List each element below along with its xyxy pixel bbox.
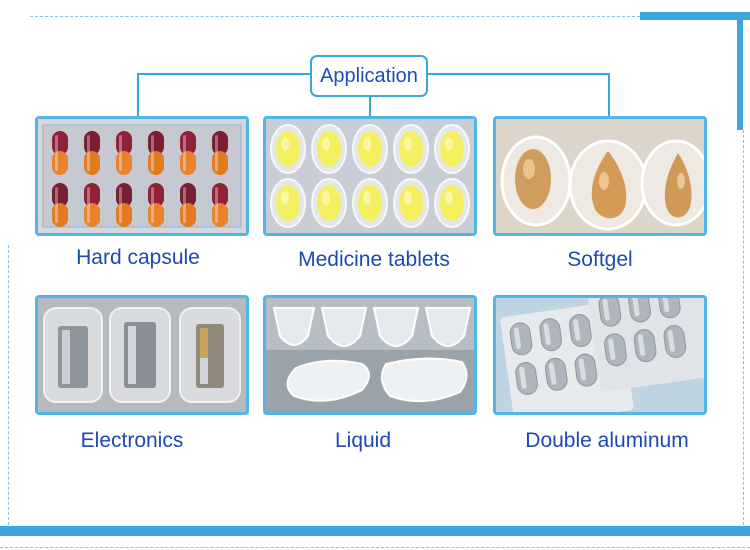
- hard-capsule-icon: [38, 119, 246, 233]
- corner-accent-bar: [640, 12, 750, 20]
- connector-line-right: [428, 73, 610, 75]
- softgel-label: Softgel: [567, 248, 633, 271]
- liquid-label: Liquid: [334, 429, 392, 452]
- medicine-tablets-label: Medicine tablets: [298, 248, 450, 271]
- tablet-icon: [266, 119, 474, 233]
- left-dashed-line: [8, 245, 9, 525]
- softgel-icon: [496, 119, 704, 233]
- application-title-box: Application: [310, 55, 428, 97]
- aluminum-blister-icon: [496, 298, 704, 412]
- double-aluminum-tile: [493, 295, 707, 415]
- connector-drop-left: [137, 73, 139, 118]
- connector-drop-right: [608, 73, 610, 118]
- softgel-tile: [493, 116, 707, 236]
- electronic-part-icon: [38, 298, 246, 412]
- connector-drop-center: [369, 97, 371, 118]
- liquid-tile: [263, 295, 477, 415]
- bottom-dashed-line: [0, 547, 750, 548]
- right-dashed-line: [743, 130, 744, 530]
- medicine-tablets-tile: [263, 116, 477, 236]
- hard-capsule-tile: [35, 116, 249, 236]
- connector-line-left: [137, 73, 310, 75]
- bottom-accent-bar: [0, 526, 750, 536]
- corner-accent-bar-vertical: [737, 12, 743, 130]
- electronics-tile: [35, 295, 249, 415]
- double-aluminum-label: Double aluminum: [525, 429, 689, 452]
- hard-capsule-label: Hard capsule: [76, 246, 200, 269]
- top-dashed-line: [30, 16, 640, 17]
- liquid-pouch-icon: [266, 298, 474, 412]
- electronics-label: Electronics: [80, 429, 184, 452]
- application-title: Application: [320, 64, 418, 87]
